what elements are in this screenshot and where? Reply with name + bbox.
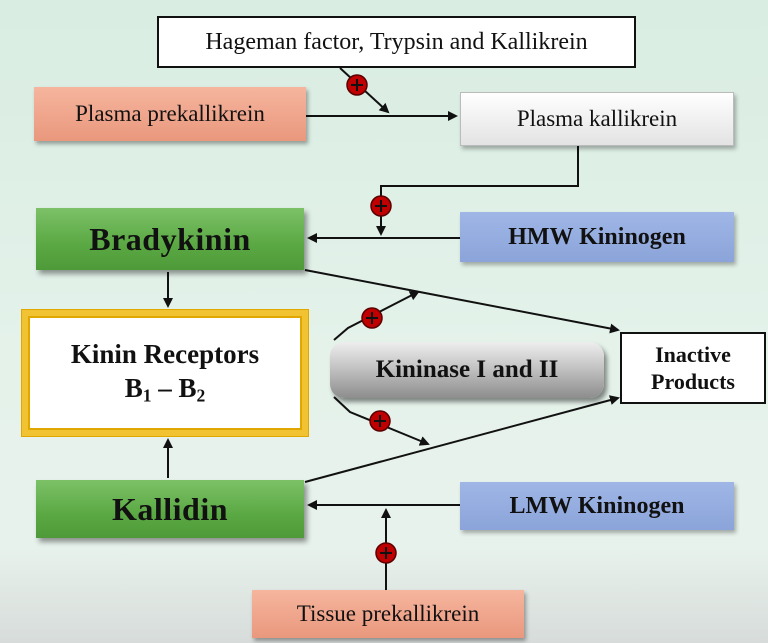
tissue-prekallikrein-label: Tissue prekallikrein [296,601,480,626]
activators-label: Hageman factor, Trypsin and Kallikrein [205,28,588,55]
plus-icon [369,410,391,432]
receptor-b2: B [178,373,197,404]
hmw-kininogen-label: HMW Kininogen [508,223,686,250]
bradykinin-label: Bradykinin [89,220,251,257]
kininase-label: Kininase I and II [375,356,559,383]
plasma-kallikrein-box: Plasma kallikrein [460,92,734,146]
lmw-kininogen-box: LMW Kininogen [460,482,734,530]
receptor-b1-subscript: 1 [142,385,152,406]
plasma-prekallikrein-label: Plasma prekallikrein [75,101,265,126]
plus-icon [361,307,383,329]
hmw-kininogen-box: HMW Kininogen [460,212,734,262]
kallidin-label: Kallidin [111,490,229,527]
kinin-receptors-subtypes: B1 – B2 [125,372,206,407]
tissue-prekallikrein-box: Tissue prekallikrein [252,590,524,638]
kinin-receptors-box: Kinin Receptors B1 – B2 [22,310,308,436]
kinin-receptors-label: Kinin Receptors [70,339,260,370]
receptor-b1: B [124,373,143,404]
plasma-prekallikrein-box: Plasma prekallikrein [34,87,306,141]
bradykinin-box: Bradykinin [36,208,304,270]
kininase-upper-branch [333,291,420,341]
kininase-lower-branch [333,396,430,446]
plasma-kallikrein-label: Plasma kallikrein [516,106,678,131]
receptor-b2-subscript: 2 [196,385,206,406]
inactive-products-box: Inactive Products [620,332,766,404]
kallidin-to-inactive-arrow [304,395,620,483]
kallidin-box: Kallidin [36,480,304,538]
plus-icon [346,74,368,96]
kininase-box: Kininase I and II [330,342,604,398]
bradykinin-to-inactive-arrow [304,269,620,334]
lmw-kininogen-label: LMW Kininogen [509,492,685,519]
inactive-label-line2: Products [651,369,735,394]
plus-icon [370,195,392,217]
receptor-dash: – [151,373,179,404]
plus-icon [375,542,397,564]
activators-box: Hageman factor, Trypsin and Kallikrein [157,16,636,68]
inactive-label-line1: Inactive [655,341,731,367]
